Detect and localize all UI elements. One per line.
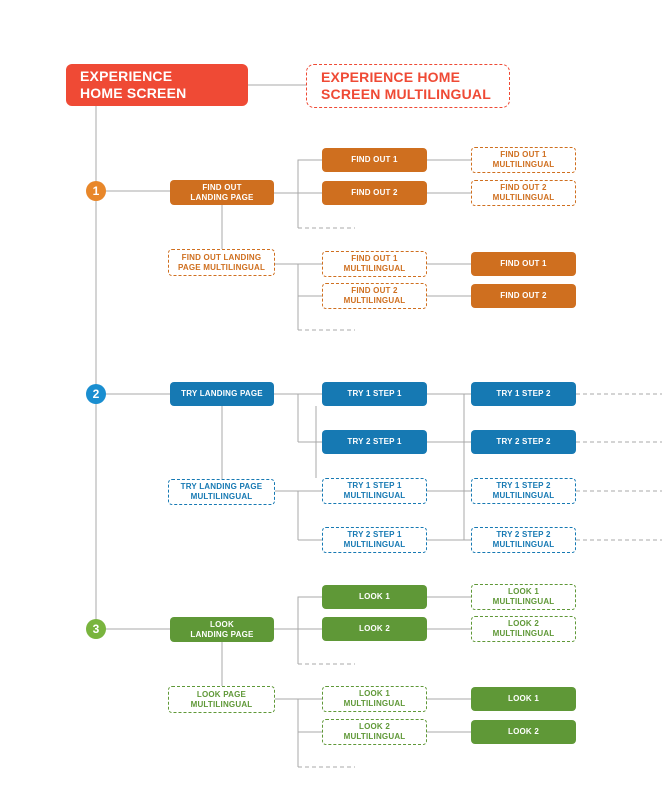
find-out-landing-page-multilingual-node: FIND OUT LANDING PAGE MULTILINGUAL <box>168 249 275 276</box>
try-landing-page-node: TRY LANDING PAGE <box>170 382 274 406</box>
try-1-step-2-multilingual-node: TRY 1 STEP 2 MULTILINGUAL <box>471 478 576 504</box>
try-2-step-1-multilingual-node: TRY 2 STEP 1 MULTILINGUAL <box>322 527 427 553</box>
try-2-step-1-node: TRY 2 STEP 1 <box>322 430 427 454</box>
try-2-step-2-node: TRY 2 STEP 2 <box>471 430 576 454</box>
find-out-2-multilingual-branch-node: FIND OUT 2 MULTILINGUAL <box>322 283 427 309</box>
look-2-node: LOOK 2 <box>322 617 427 641</box>
experience-home-screen-multilingual-node: EXPERIENCE HOME SCREEN MULTILINGUAL <box>306 64 510 108</box>
look-page-multilingual-node: LOOK PAGE MULTILINGUAL <box>168 686 275 713</box>
look-2-multilingual-branch-node: LOOK 2 MULTILINGUAL <box>322 719 427 745</box>
try-landing-page-multilingual-node: TRY LANDING PAGE MULTILINGUAL <box>168 479 275 505</box>
try-1-step-2-node: TRY 1 STEP 2 <box>471 382 576 406</box>
look-2-multilingual-node: LOOK 2 MULTILINGUAL <box>471 616 576 642</box>
try-1-step-1-node: TRY 1 STEP 1 <box>322 382 427 406</box>
find-out-1-multilingual-branch-node: FIND OUT 1 MULTILINGUAL <box>322 251 427 277</box>
look-1-multilingual-branch-node: LOOK 1 MULTILINGUAL <box>322 686 427 712</box>
section-3-number-badge: 3 <box>86 619 106 639</box>
try-2-step-2-multilingual-node: TRY 2 STEP 2 MULTILINGUAL <box>471 527 576 553</box>
look-1-target-node: LOOK 1 <box>471 687 576 711</box>
find-out-1-target-node: FIND OUT 1 <box>471 252 576 276</box>
section-2-number-badge: 2 <box>86 384 106 404</box>
look-2-target-node: LOOK 2 <box>471 720 576 744</box>
experience-home-screen-node: EXPERIENCE HOME SCREEN <box>66 64 248 106</box>
find-out-landing-page-node: FIND OUT LANDING PAGE <box>170 180 274 205</box>
find-out-1-multilingual-node: FIND OUT 1 MULTILINGUAL <box>471 147 576 173</box>
find-out-1-node: FIND OUT 1 <box>322 148 427 172</box>
find-out-2-node: FIND OUT 2 <box>322 181 427 205</box>
find-out-2-target-node: FIND OUT 2 <box>471 284 576 308</box>
find-out-2-multilingual-node: FIND OUT 2 MULTILINGUAL <box>471 180 576 206</box>
try-1-step-1-multilingual-node: TRY 1 STEP 1 MULTILINGUAL <box>322 478 427 504</box>
look-1-node: LOOK 1 <box>322 585 427 609</box>
section-1-number-badge: 1 <box>86 181 106 201</box>
look-landing-page-node: LOOK LANDING PAGE <box>170 617 274 642</box>
look-1-multilingual-node: LOOK 1 MULTILINGUAL <box>471 584 576 610</box>
